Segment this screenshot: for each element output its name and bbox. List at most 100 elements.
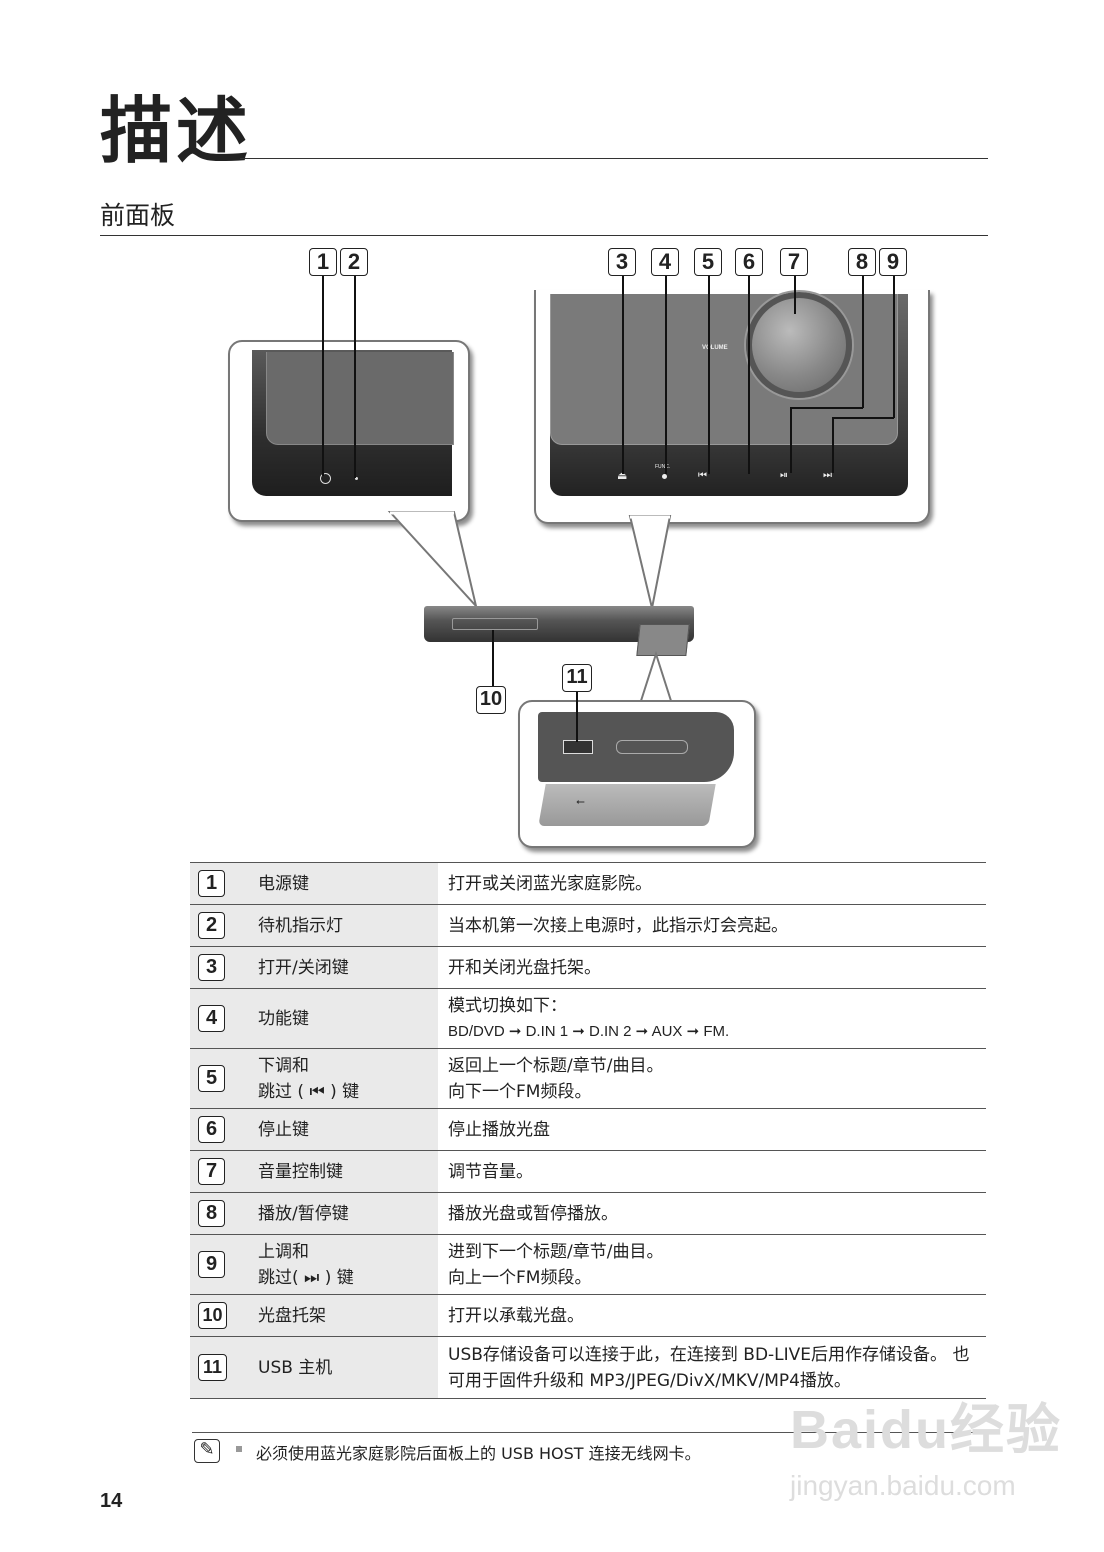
usb-port-icon [563, 740, 593, 754]
note: ✎ 必须使用蓝光家庭影院后面板上的 USB HOST 连接无线网卡。 [192, 1432, 988, 1469]
row-number-badge: 2 [198, 912, 225, 939]
callout-badge-1: 1 [309, 248, 337, 276]
row-number-cell: 8 [190, 1192, 248, 1235]
callout-badge-10: 10 [476, 686, 506, 714]
watermark-logo: Baidu经验 [790, 1400, 1063, 1460]
row-number-badge: 6 [198, 1116, 225, 1143]
callout-badge-3: 3 [608, 248, 636, 276]
volume-knob-icon [746, 292, 852, 398]
callout-line-6 [748, 274, 750, 474]
row-number-cell: 3 [190, 946, 248, 989]
row-name-cell: 打开/关闭键 [248, 946, 438, 989]
table-row: 8 播放/暂停键 播放光盘或暂停播放。 [190, 1192, 986, 1235]
callout-line-4 [665, 274, 667, 474]
note-pencil-icon: ✎ [194, 1439, 220, 1463]
row-name-cell: USB 主机 [248, 1336, 438, 1399]
note-text: 必须使用蓝光家庭影院后面板上的 USB HOST 连接无线网卡。 [256, 1444, 701, 1463]
row-desc-cell: 开和关闭光盘托架。 [438, 946, 986, 989]
left-bubble-tail [387, 511, 478, 610]
row-name-line: 停止键 [258, 1119, 309, 1140]
usb-bubble-tail [638, 650, 674, 705]
row-number-cell: 10 [190, 1294, 248, 1337]
row-name-line: 下调和 [258, 1055, 309, 1076]
callout-line-11 [576, 690, 578, 742]
callout-line-3 [622, 274, 624, 474]
row-name-cell: 电源键 [248, 862, 438, 905]
table-row: 2 待机指示灯 当本机第一次接上电源时，此指示灯会亮起。 [190, 904, 986, 947]
usb-flap [538, 784, 716, 826]
row-number-cell: 6 [190, 1108, 248, 1151]
row-desc-line: 开和关闭光盘托架。 [448, 957, 601, 978]
callout-line-8-v [790, 407, 792, 473]
skip-back-icon: ⏮ [698, 470, 707, 481]
row-name-line: USB 主机 [258, 1357, 333, 1378]
row-desc-line: 调节音量。 [448, 1161, 533, 1182]
row-name-cell: 音量控制键 [248, 1150, 438, 1193]
row-desc-line: 打开或关闭蓝光家庭影院。 [448, 873, 652, 894]
callout-line-8 [862, 274, 864, 408]
callout-badge-8: 8 [848, 248, 876, 276]
note-bullet [236, 1446, 242, 1452]
table-row: 11 USB 主机 USB存储设备可以连接于此，在连接到 BD-LIVE后用作存储设… [190, 1336, 986, 1399]
row-name-cell: 待机指示灯 [248, 904, 438, 947]
row-desc-line: 播放光盘或暂停播放。 [448, 1203, 618, 1224]
row-name-line: 光盘托架 [258, 1305, 326, 1326]
row-desc-cell: 调节音量。 [438, 1150, 986, 1193]
row-number-badge: 7 [198, 1158, 225, 1185]
row-number-badge: 3 [198, 954, 225, 981]
row-number-cell: 7 [190, 1150, 248, 1193]
callout-line-7 [794, 274, 796, 314]
row-desc-line: 当本机第一次接上电源时，此指示灯会亮起。 [448, 915, 788, 936]
row-number-badge: 10 [198, 1302, 227, 1329]
row-name-line: 跳过( ⏭ ) 键 [258, 1267, 354, 1288]
callout-line-10 [492, 630, 494, 686]
callout-badge-7: 7 [780, 248, 808, 276]
callout-line-2 [354, 274, 356, 478]
row-name-cell: 停止键 [248, 1108, 438, 1151]
skip-forward-icon: ⏭ [823, 470, 832, 481]
row-number-cell: 4 [190, 988, 248, 1049]
callout-badge-2: 2 [340, 248, 368, 276]
row-desc-line: 向下一个FM频段。 [448, 1081, 592, 1102]
row-number-cell: 9 [190, 1234, 248, 1295]
row-number-badge: 9 [198, 1251, 225, 1278]
callout-line-5 [708, 274, 710, 474]
row-name-cell: 上调和跳过( ⏭ ) 键 [248, 1234, 438, 1295]
row-desc-line: USB存储设备可以连接于此，在连接到 BD-LIVE后用作存储设备。 也 [448, 1344, 970, 1365]
callout-badge-11: 11 [562, 664, 592, 692]
row-name-line: 待机指示灯 [258, 915, 343, 936]
watermark-url: jingyan.baidu.com [790, 1470, 1016, 1501]
row-number-badge: 8 [198, 1200, 225, 1227]
row-number-cell: 2 [190, 904, 248, 947]
table-row: 6 停止键 停止播放光盘 [190, 1108, 986, 1151]
play-pause-icon: ⏯ [780, 470, 788, 481]
usb-slot-icon [616, 740, 688, 754]
eject-icon: ⏏ [617, 469, 628, 482]
standby-led-icon [355, 477, 358, 480]
row-desc-line: 停止播放光盘 [448, 1119, 550, 1140]
callout-line-9 [893, 274, 895, 418]
callout-line-9-v [832, 417, 834, 473]
disc-tray-slot [452, 618, 538, 630]
section-title: 前面板 [100, 201, 176, 230]
row-desc-cell: USB存储设备可以连接于此，在连接到 BD-LIVE后用作存储设备。 也可用于固… [438, 1336, 986, 1399]
row-name-line: 上调和 [258, 1241, 309, 1262]
row-number-cell: 11 [190, 1336, 248, 1399]
func-label: FUNC. [655, 464, 671, 470]
row-desc-line: 向上一个FM频段。 [448, 1267, 592, 1288]
callout-badge-9: 9 [879, 248, 907, 276]
row-desc-line: 进到下一个标题/章节/曲目。 [448, 1241, 664, 1262]
row-name-cell: 光盘托架 [248, 1294, 438, 1337]
page-number: 14 [100, 1490, 123, 1512]
row-number-badge: 4 [198, 1005, 225, 1032]
row-name-line: 播放/暂停键 [258, 1203, 349, 1224]
callout-line-1 [322, 274, 324, 476]
title-rule [240, 158, 988, 159]
usb-symbol-icon: ⭠ [576, 795, 585, 808]
right-bubble-tail [628, 515, 672, 609]
callout-badge-6: 6 [735, 248, 763, 276]
